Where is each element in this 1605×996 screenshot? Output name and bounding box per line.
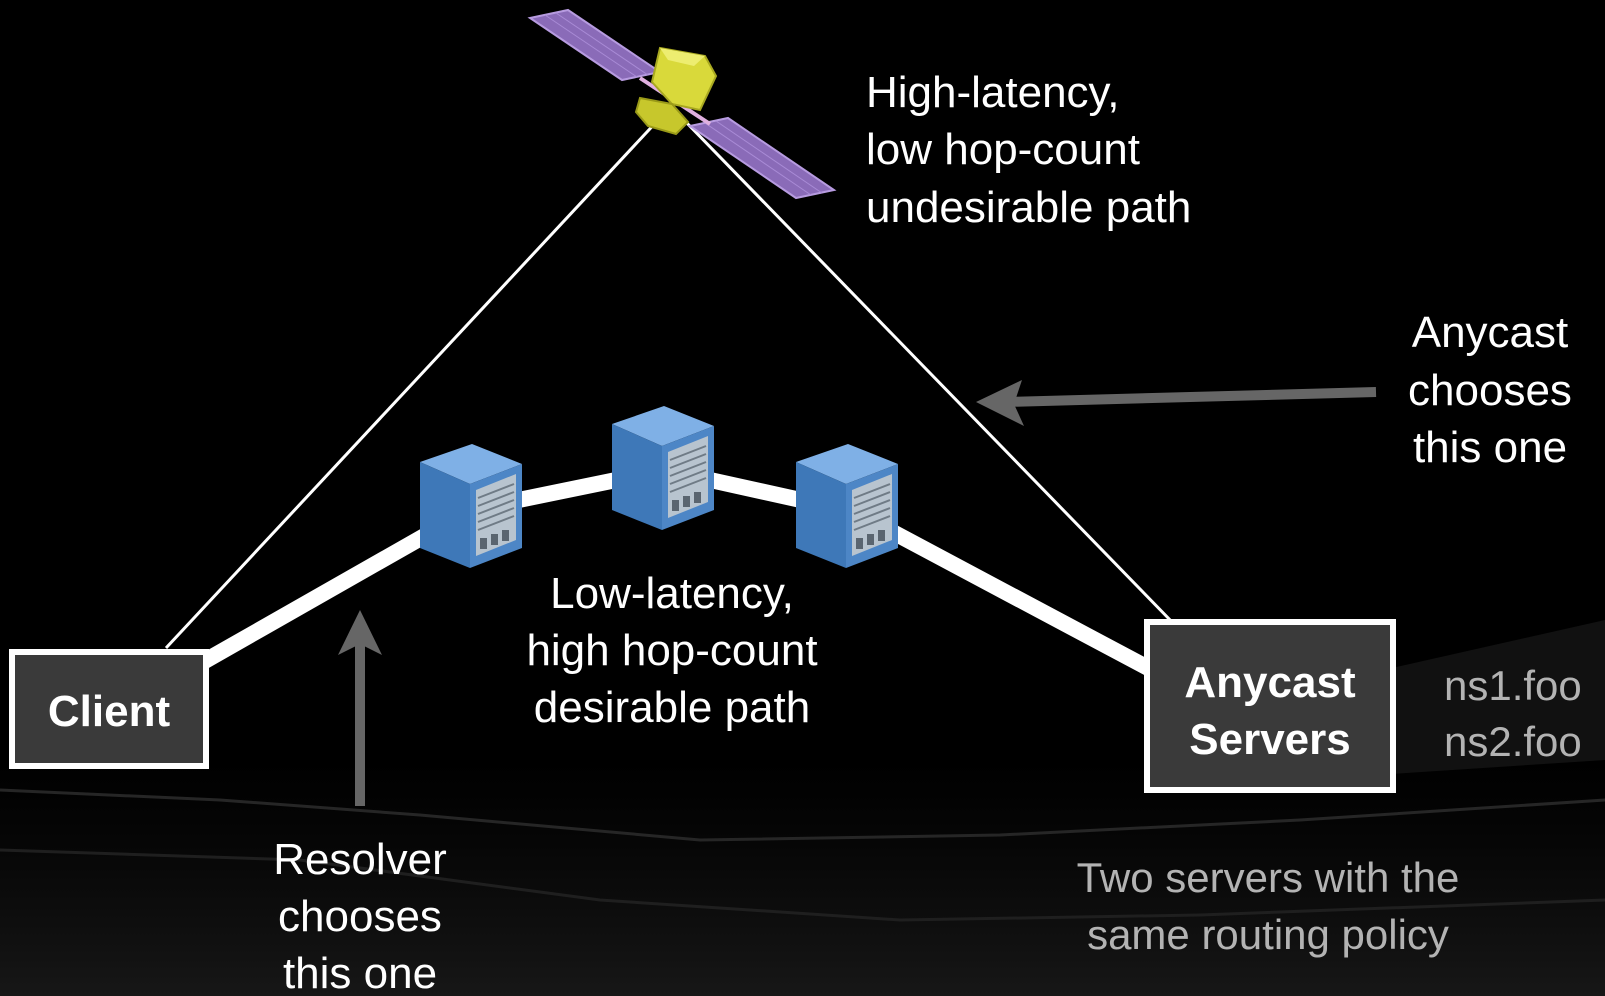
svg-text:Two servers with the: Two servers with the — [1077, 854, 1460, 901]
svg-text:chooses: chooses — [1408, 366, 1572, 415]
svg-text:desirable path: desirable path — [534, 683, 810, 732]
resolver-choice-label: Resolver chooses this one — [273, 835, 447, 996]
svg-text:Anycast: Anycast — [1412, 308, 1569, 357]
svg-text:low hop-count: low hop-count — [866, 125, 1140, 174]
resolver-arrow — [338, 610, 382, 806]
satellite-path-left — [164, 116, 662, 650]
anycast-choice-label: Anycast chooses this one — [1408, 308, 1572, 472]
server-rack-icon — [796, 444, 898, 568]
anycast-servers-label-line2: Servers — [1189, 715, 1350, 764]
svg-text:undesirable path: undesirable path — [866, 183, 1191, 232]
satellite-icon — [527, 8, 837, 200]
low-latency-label: Low-latency, high hop-count desirable pa… — [526, 569, 817, 732]
svg-text:same routing policy: same routing policy — [1087, 911, 1449, 958]
svg-text:High-latency,: High-latency, — [866, 68, 1120, 117]
anycast-servers-box: Anycast Servers — [1144, 619, 1396, 793]
client-box: Client — [9, 649, 209, 769]
high-latency-label: High-latency, low hop-count undesirable … — [866, 68, 1191, 232]
server-rack-icon — [420, 444, 522, 568]
client-label: Client — [48, 687, 171, 736]
nameserver-labels: ns1.foo ns2.foo — [1444, 662, 1582, 765]
svg-text:this one: this one — [1413, 423, 1567, 472]
svg-text:Low-latency,: Low-latency, — [550, 569, 794, 618]
anycast-servers-label-line1: Anycast — [1184, 658, 1356, 707]
svg-text:ns2.foo: ns2.foo — [1444, 718, 1582, 765]
background-texture — [0, 620, 1605, 996]
server-rack-icon — [612, 406, 714, 530]
anycast-arrow — [976, 380, 1377, 426]
svg-text:this one: this one — [283, 949, 437, 996]
satellite-path-right — [680, 116, 1176, 626]
svg-text:high hop-count: high hop-count — [526, 626, 817, 675]
same-policy-label: Two servers with the same routing policy — [1077, 854, 1460, 958]
svg-text:ns1.foo: ns1.foo — [1444, 662, 1582, 709]
svg-text:chooses: chooses — [278, 892, 442, 941]
svg-text:Resolver: Resolver — [273, 835, 447, 884]
